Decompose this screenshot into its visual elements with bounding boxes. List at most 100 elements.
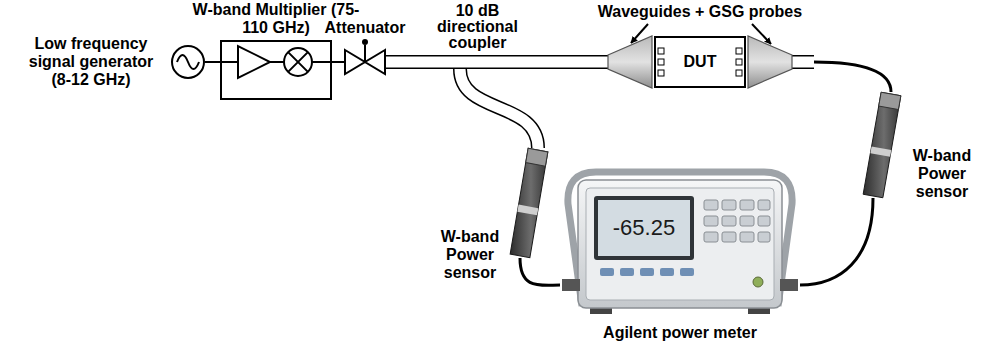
- node-shape: [171, 45, 205, 79]
- waveguide-bore: [792, 57, 814, 68]
- sensor-flange: [879, 92, 901, 109]
- cable-line: [800, 198, 873, 285]
- probe-pad: [736, 48, 742, 54]
- node-text: W-band Power sensor: [906, 147, 978, 201]
- waveguide-connector: [792, 62, 891, 92]
- meter-panel: [586, 188, 774, 300]
- probe-pad: [658, 70, 664, 76]
- waveguide-wall: [385, 55, 400, 69]
- multiplier-outline: [221, 41, 331, 99]
- probe-horn: [748, 36, 792, 88]
- source-circle: [172, 46, 204, 78]
- sensor-cable: [520, 258, 560, 285]
- sensor-band: [870, 146, 891, 156]
- sine-symbol: [177, 55, 199, 69]
- waveguide-wall: [555, 55, 608, 69]
- probe-pad: [658, 48, 664, 54]
- drawing-part: [704, 232, 718, 242]
- node-text: Low frequency signal generator (8-12 GHz…: [21, 35, 161, 89]
- attenuator-knob: [364, 45, 366, 62]
- sensor-band: [517, 205, 538, 216]
- meter-body: [578, 180, 782, 308]
- meter-handle: [568, 172, 792, 306]
- signal-line: [220, 61, 332, 63]
- sensor-body: [863, 92, 901, 197]
- meter-keys: [704, 200, 770, 242]
- knob-dot: [362, 39, 368, 45]
- drawing-part: [740, 200, 754, 210]
- mixer-symbol: [284, 48, 312, 76]
- drawing-part: [740, 232, 754, 242]
- signal-wire: [332, 62, 345, 63]
- node-text: W-band Power sensor: [437, 228, 503, 282]
- waveguide-bore: [555, 57, 608, 68]
- node-text: 10 dB directional coupler: [423, 3, 533, 51]
- drawing-part: [722, 216, 736, 226]
- drawing-part: [722, 200, 736, 210]
- callout-label: Waveguides + GSG probes: [590, 3, 810, 21]
- sensor-cable: [800, 198, 873, 285]
- sensor-port: [562, 279, 580, 291]
- attenuator-half: [345, 50, 365, 74]
- waveguide-wall: [792, 55, 814, 69]
- node-text: DUT: [608, 53, 792, 71]
- node-shape: [858, 92, 902, 198]
- node-shape: [220, 40, 332, 100]
- waveguide-connector: [385, 62, 400, 63]
- node-text: -65.25: [598, 215, 690, 241]
- drawing-part: [600, 268, 614, 276]
- sensor-flange: [526, 148, 548, 166]
- drawing-part: [758, 200, 770, 210]
- power-sensor: W-band Power sensor: [858, 92, 902, 198]
- waveguide-connector: [555, 62, 608, 63]
- attenuator-symbol: Attenuator: [345, 50, 385, 74]
- drawing-part: [680, 268, 694, 276]
- sensor-body: [510, 148, 548, 257]
- drawing-part: [758, 232, 770, 242]
- power-button: [753, 277, 763, 287]
- probe-pad: [658, 59, 664, 65]
- waveguide-bore: [460, 69, 538, 148]
- waveguide-wall: [460, 69, 538, 148]
- coupler-fill: [400, 55, 555, 69]
- signal-wire: [205, 62, 220, 63]
- cable-line: [520, 258, 560, 285]
- directional-coupler: 10 dB directional coupler: [400, 55, 555, 69]
- mixer-cross: [288, 52, 308, 72]
- drawing-part: [758, 216, 770, 226]
- node-shape: [345, 50, 385, 74]
- probe-pad: [736, 59, 742, 65]
- waveguide-connector: [460, 69, 538, 148]
- wire-line: [205, 61, 220, 63]
- multiplier-box: W-band Multiplier (75-110 GHz): [220, 40, 332, 100]
- power-sensor: W-band Power sensor: [505, 148, 549, 258]
- cable-line: [814, 62, 891, 92]
- wire-line: [332, 61, 345, 63]
- waveguide-bore: [385, 57, 400, 68]
- node-shape: [400, 55, 555, 69]
- node-text: Attenuator: [310, 19, 420, 37]
- sensor-port: [780, 279, 798, 291]
- attenuator-half: [365, 50, 385, 74]
- screen-bezel: [594, 196, 694, 260]
- node-text: Agilent power meter: [560, 324, 800, 342]
- drawing-part: [740, 216, 754, 226]
- power-meter: -65.25Agilent power meter: [560, 160, 800, 320]
- drawing-part: [704, 216, 718, 226]
- node-shape: [560, 160, 800, 320]
- signal-source: Low frequency signal generator (8-12 GHz…: [171, 45, 205, 79]
- coupler-walls: [400, 56, 555, 69]
- drawing-part: [704, 200, 718, 210]
- amplifier-symbol: [238, 46, 270, 78]
- probe-horn: [608, 36, 652, 88]
- drawing-part: [620, 268, 634, 276]
- screen: [598, 200, 690, 256]
- drawing-part: [640, 268, 654, 276]
- soft-keys: [600, 268, 694, 276]
- dut-block: DUT: [608, 32, 792, 92]
- probe-pad: [736, 70, 742, 76]
